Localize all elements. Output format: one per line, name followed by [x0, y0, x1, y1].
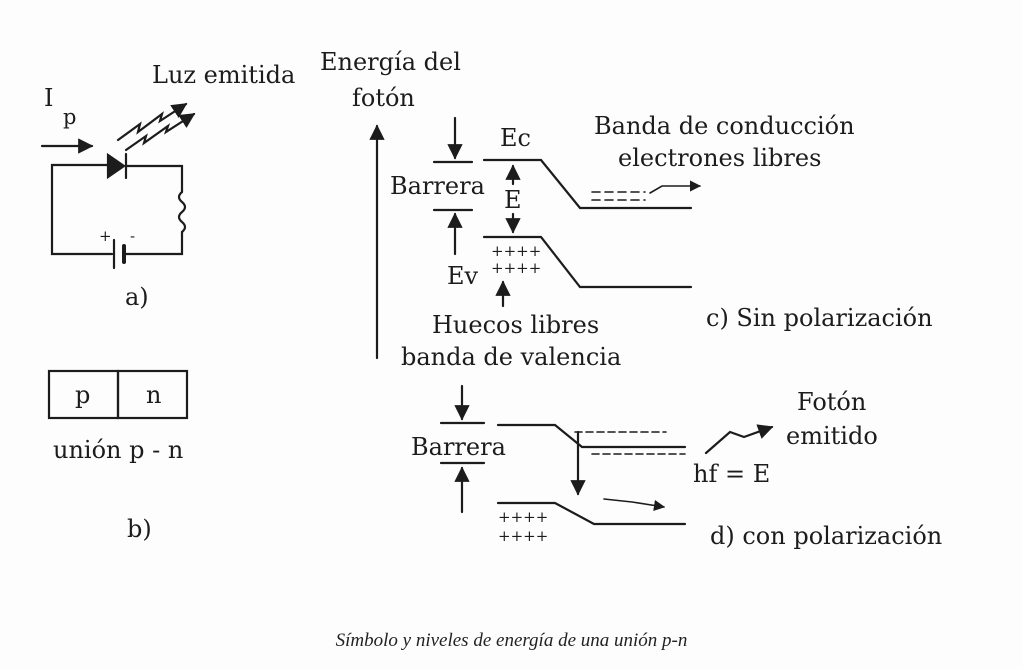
energy-equation: hf = E	[693, 460, 770, 488]
n-region	[116, 369, 189, 420]
light-label: Luz emitida	[152, 61, 295, 89]
led-circuit	[40, 102, 196, 270]
panel-b-label: b)	[127, 515, 152, 543]
panel-d-label: d) con polarización	[710, 522, 942, 550]
biased-band-diagram	[439, 384, 774, 526]
hole-marks-d2: ++++	[498, 527, 548, 545]
energy-axis-title-1: Energía del	[320, 48, 461, 76]
light-ray-1	[116, 102, 188, 142]
diode-symbol	[106, 152, 126, 180]
n-label: n	[146, 381, 161, 409]
battery-plus: +	[99, 227, 112, 245]
pn-junction-box	[47, 369, 189, 420]
photon-label-2: emitido	[786, 422, 878, 450]
current-label: I	[44, 84, 53, 112]
ec-label: Ec	[500, 124, 531, 152]
battery-minus: -	[130, 227, 135, 245]
conduction-band-d	[496, 423, 687, 449]
hole-drift-arrow	[603, 498, 666, 511]
circuit-wire-right	[124, 164, 184, 194]
valence-band-d	[496, 501, 687, 526]
figure-caption: Símbolo y niveles de energía de una unió…	[335, 630, 688, 651]
conduction-label-1: Banda de conducción	[594, 112, 855, 140]
barrier-label-c: Barrera	[390, 172, 485, 200]
hole-marks-d1: ++++	[498, 508, 548, 526]
energy-axis-title-2: fotón	[352, 84, 415, 112]
panel-c-label: c) Sin polarización	[706, 304, 933, 332]
electron-arrow-c	[649, 180, 702, 194]
labels: I p Luz emitida + - a) p n unión p - n b…	[44, 48, 942, 550]
junction-caption: unión p - n	[53, 436, 183, 464]
circuit-wire-left-bottom	[50, 238, 114, 256]
conduction-label-2: electrones libres	[618, 144, 821, 172]
panel-a-label: a)	[125, 283, 149, 311]
holes-label-2: banda de valencia	[401, 343, 621, 371]
gap-label: E	[504, 186, 522, 214]
hole-marks-c1: ++++	[491, 242, 541, 260]
unbiased-band-diagram	[432, 116, 702, 308]
current-subscript: p	[63, 105, 76, 129]
photon-arrow	[704, 424, 774, 455]
hole-marks-c2: ++++	[491, 259, 541, 277]
p-label: p	[75, 381, 90, 409]
photon-label-1: Fotón	[797, 388, 866, 416]
conduction-band-c	[482, 158, 693, 210]
circuit-wire-top	[50, 163, 110, 242]
valence-band-c	[482, 235, 693, 289]
ev-label: Ev	[447, 262, 479, 290]
circuit-wire-bottom	[124, 230, 184, 256]
light-ray-2	[124, 112, 196, 152]
resistor-symbol	[177, 190, 187, 234]
holes-label-1: Huecos libres	[432, 311, 599, 339]
barrier-label-d: Barrera	[411, 433, 506, 461]
